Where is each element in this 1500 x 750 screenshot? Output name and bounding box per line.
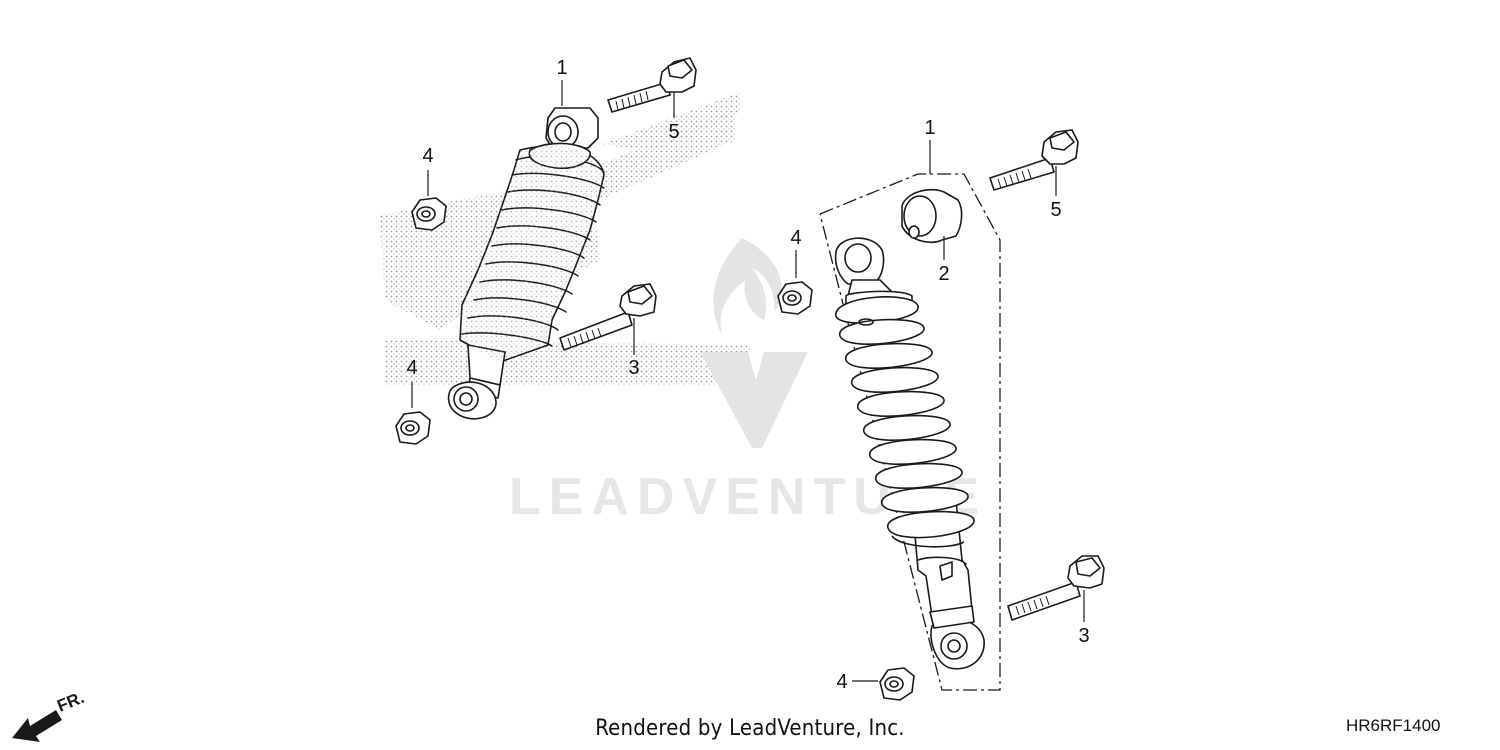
callout-left-upper-nut: 4: [422, 145, 433, 167]
right-upper-nut: [777, 281, 813, 315]
right-upper-bolt: [989, 129, 1079, 191]
right-lower-bolt: [1007, 555, 1105, 621]
front-direction-arrow: FR.: [12, 688, 87, 742]
callout-right-upper-bolt: 5: [1050, 199, 1061, 221]
callout-left-upper-bolt: 5: [668, 121, 679, 143]
callout-right-bushing: 2: [938, 263, 949, 285]
left-upper-bolt: [607, 57, 697, 113]
callout-right-lower-nut: 4: [836, 671, 847, 693]
footer-credit: Rendered by LeadVenture, Inc.: [595, 716, 905, 741]
right-lower-nut: [879, 667, 915, 701]
watermark-logo: [700, 238, 808, 448]
left-shock-stipple: [460, 146, 604, 362]
right-coil-spring: [835, 296, 975, 548]
callout-right-shock: 1: [924, 117, 935, 139]
diagram-code: HR6RF1400: [1346, 716, 1441, 735]
callout-left-lower-bolt: 3: [628, 357, 639, 379]
left-upper-nut: [411, 197, 447, 231]
callout-left-shock: 1: [556, 57, 567, 79]
callout-right-upper-nut: 4: [790, 227, 801, 249]
right-bushing: [901, 188, 963, 244]
callout-right-lower-bolt: 3: [1078, 625, 1089, 647]
front-direction-label: FR.: [54, 688, 87, 716]
left-lower-bolt: [559, 283, 657, 351]
left-lower-nut: [395, 411, 431, 445]
callout-left-lower-nut: 4: [406, 357, 417, 379]
right-assembly-outline: [819, 173, 1001, 691]
